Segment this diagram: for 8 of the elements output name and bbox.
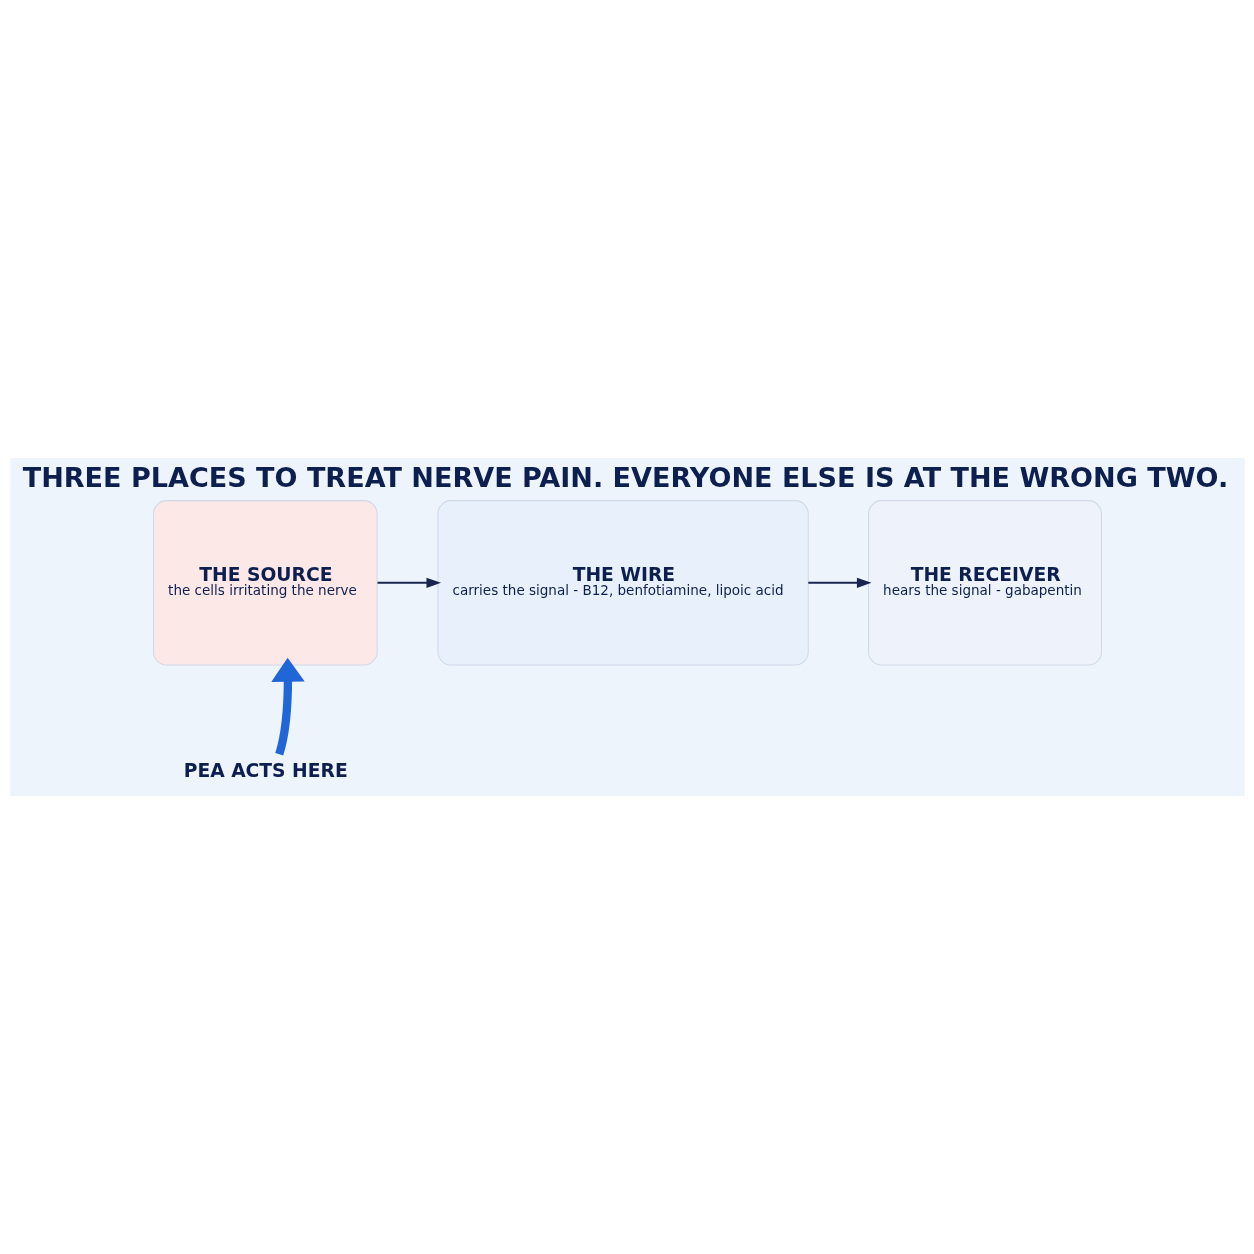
arrow xyxy=(270,657,305,756)
node-box: THE SOURCE the cells irritating the nerve xyxy=(152,500,378,666)
diagram-title: THREE PLACES TO TREAT NERVE PAIN. EVERYONE ELSE IS AT THE WRONG TWO. xyxy=(22,461,1228,493)
node-box: THE RECEIVER hears the signal - gabapentin xyxy=(867,500,1102,666)
node-box: THE WIRE carries the signal - B12, benfotiamine, lipoic acid xyxy=(436,500,809,666)
arrow xyxy=(807,577,871,588)
arrow xyxy=(376,577,441,588)
node-text: PEA ACTS HERE xyxy=(183,759,348,781)
